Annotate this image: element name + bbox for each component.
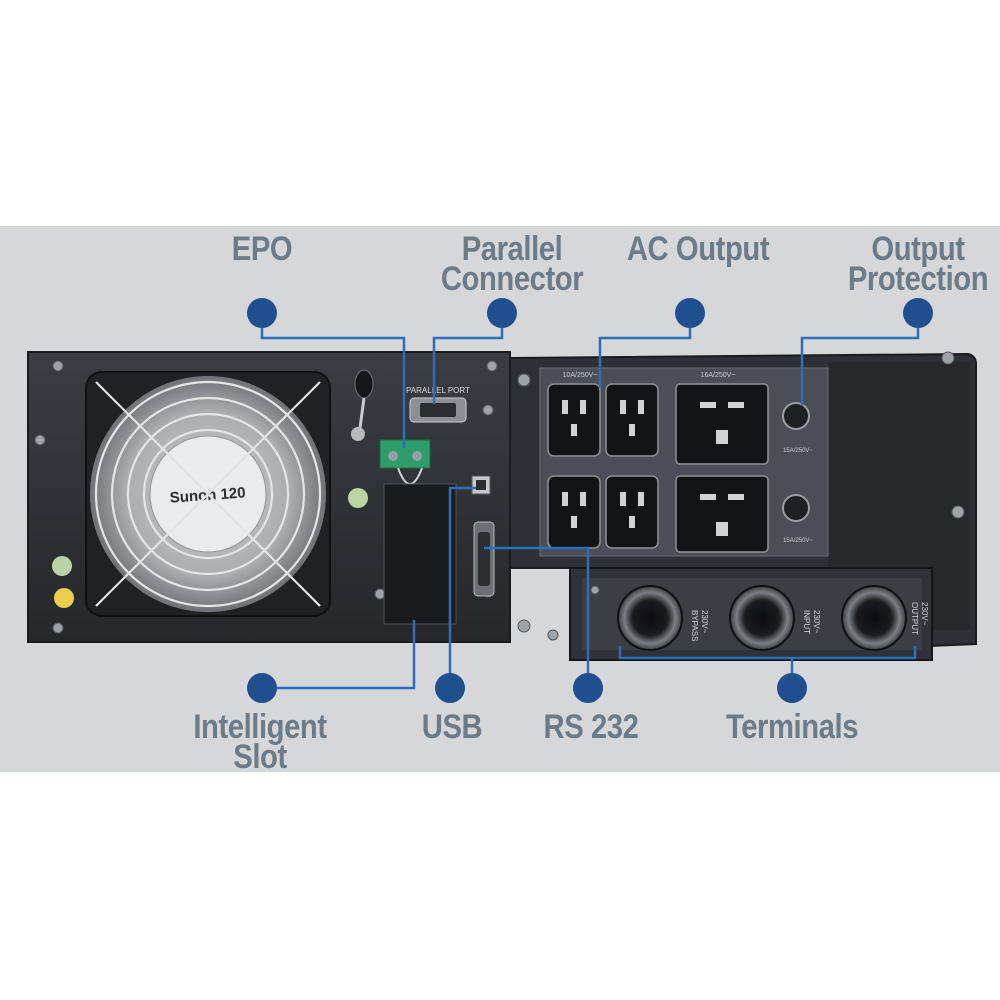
label-ac-output-text: AC Output xyxy=(626,230,770,268)
breaker-rating-bottom: 15A/250V~ xyxy=(783,538,813,544)
label-intelligent-text: Intelligent xyxy=(193,708,327,746)
terminals-dot xyxy=(777,673,807,703)
usb-port xyxy=(471,475,491,495)
label-slot-text: Slot xyxy=(233,738,287,776)
cooling-fan: Sunon 120 xyxy=(85,371,331,617)
label-intelligent-slot: Intelligent Slot xyxy=(176,708,345,776)
parallel-port-label: PARALLEL PORT xyxy=(406,386,470,395)
label-connector-text: Connector xyxy=(440,260,584,298)
callout-lines xyxy=(260,313,920,690)
intelligent-slot-dot xyxy=(247,673,277,703)
label-usb-text: USB xyxy=(421,708,483,746)
label-usb: USB xyxy=(407,710,496,744)
ground-post xyxy=(351,369,374,441)
parallel-connector-dot xyxy=(487,298,517,328)
cable-terminals: BYPASS 230V~ INPUT 230V~ OUTPUT 230V~ xyxy=(617,585,929,651)
rs232-leader xyxy=(484,546,590,688)
outlet-rating-right: 16A/250V~ xyxy=(701,372,736,379)
indicator-labels xyxy=(52,488,368,608)
terminal-bypass-voltage: 230V~ xyxy=(700,610,709,634)
ac-outlets: 10A/250V~ 16A/250V~ xyxy=(547,372,769,553)
callout-dots xyxy=(247,298,933,703)
terminal-output-label: OUTPUT xyxy=(910,602,919,635)
terminal-output-voltage: 230V~ xyxy=(920,602,929,626)
rs232-dot xyxy=(573,673,603,703)
output-protection-dot xyxy=(903,298,933,328)
intelligent-slot xyxy=(383,483,457,625)
output-breakers: 15A/250V~ 15A/250V~ xyxy=(782,402,813,544)
label-rs232-text: RS 232 xyxy=(543,708,639,746)
terminal-bypass-label: BYPASS xyxy=(690,610,699,641)
label-rs232: RS 232 xyxy=(525,710,657,744)
outlet-rating-left: 10A/250V~ xyxy=(563,372,598,379)
label-output-protection: Output Protection xyxy=(835,230,1000,298)
intelligent-slot-leader xyxy=(262,620,416,690)
ac-output-dot xyxy=(675,298,705,328)
label-epo-text: EPO xyxy=(231,230,293,268)
terminal-input-label: INPUT xyxy=(802,610,811,634)
rs232-port xyxy=(473,521,495,597)
breaker-rating-top: 15A/250V~ xyxy=(783,448,813,454)
label-parallel-connector: Parallel Connector xyxy=(426,230,598,298)
usb-dot xyxy=(435,673,465,703)
terminal-input-voltage: 230V~ xyxy=(812,610,821,634)
label-protection-text: Protection xyxy=(847,260,989,298)
label-parallel-text: Parallel xyxy=(461,230,563,268)
usb-leader xyxy=(448,486,476,688)
label-epo: EPO xyxy=(217,232,306,266)
epo-dot xyxy=(247,298,277,328)
terminals-leader-right xyxy=(792,646,917,660)
label-ac-output: AC Output xyxy=(612,232,784,266)
parallel-port: PARALLEL PORT xyxy=(406,386,470,423)
label-terminals: Terminals xyxy=(713,710,871,744)
label-terminals-text: Terminals xyxy=(725,708,859,746)
label-output-text: Output xyxy=(871,230,965,268)
